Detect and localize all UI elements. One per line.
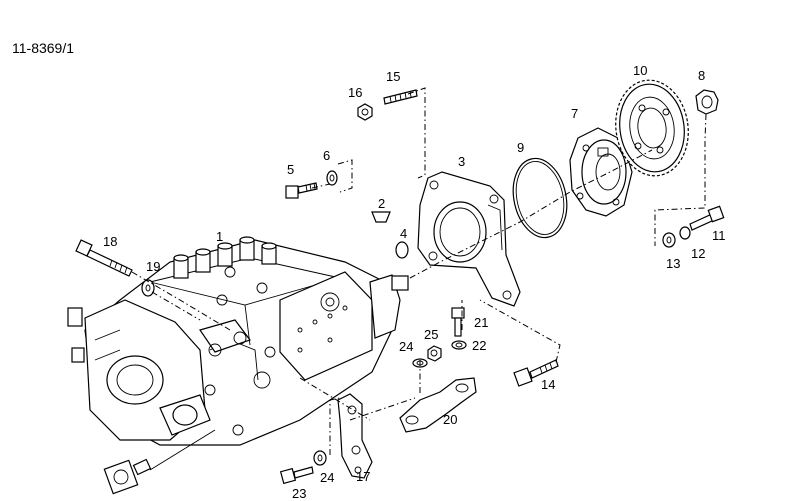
callout-13: 13	[666, 256, 680, 271]
callout-3: 3	[458, 154, 465, 169]
part-8-nut	[695, 89, 719, 115]
part-9-seal-ring	[512, 157, 568, 239]
callout-15: 15	[386, 69, 400, 84]
part-25-nut	[427, 345, 442, 362]
callout-16: 16	[348, 85, 362, 100]
part-4-oring	[395, 241, 409, 259]
part-20-support-arm	[399, 377, 477, 433]
callout-7: 7	[571, 106, 578, 121]
callout-24-lower: 24	[320, 470, 334, 485]
callout-22: 22	[472, 338, 486, 353]
assembly-lines	[131, 87, 707, 455]
part-7-hub	[569, 127, 633, 217]
callout-2: 2	[378, 196, 385, 211]
part-18-bolt	[75, 239, 133, 277]
callout-18: 18	[103, 234, 117, 249]
callout-11: 11	[712, 228, 726, 243]
callout-8: 8	[698, 68, 705, 83]
part-14-bolt	[513, 359, 559, 387]
part-23-bolt	[279, 466, 314, 485]
part-19-washer	[141, 279, 155, 297]
callout-12: 12	[691, 246, 705, 261]
part-24-washer-lower	[313, 450, 327, 466]
part-11-bolt	[689, 205, 725, 231]
callout-1: 1	[216, 229, 223, 244]
part-13-washer	[662, 232, 676, 248]
part-3-bracket	[417, 171, 521, 307]
part-21-bolt	[451, 307, 465, 337]
part-6-washer	[326, 170, 338, 186]
callout-14: 14	[541, 377, 555, 392]
callout-19: 19	[146, 259, 160, 274]
callouts: 1 2 3 4 5 6 7 8 9 10 11 12 13 14 15 16 1…	[103, 63, 726, 501]
part-10-gear	[615, 79, 689, 177]
callout-4: 4	[400, 226, 407, 241]
part-5-bolt	[285, 182, 318, 199]
callout-24-upper: 24	[399, 339, 413, 354]
callout-20: 20	[443, 412, 457, 427]
injection-pump	[67, 236, 409, 495]
part-22-washer	[451, 340, 467, 350]
callout-5: 5	[287, 162, 294, 177]
callout-9: 9	[517, 140, 524, 155]
callout-23: 23	[292, 486, 306, 501]
callout-10: 10	[633, 63, 647, 78]
callout-6: 6	[323, 148, 330, 163]
part-2-key	[371, 211, 391, 223]
callout-21: 21	[474, 315, 488, 330]
callout-17: 17	[356, 469, 370, 484]
part-12-washer	[679, 226, 691, 240]
part-16-nut	[357, 103, 373, 121]
part-17-bracket	[337, 393, 373, 479]
callout-25: 25	[424, 327, 438, 342]
figure-reference: 11-8369/1	[12, 40, 75, 56]
